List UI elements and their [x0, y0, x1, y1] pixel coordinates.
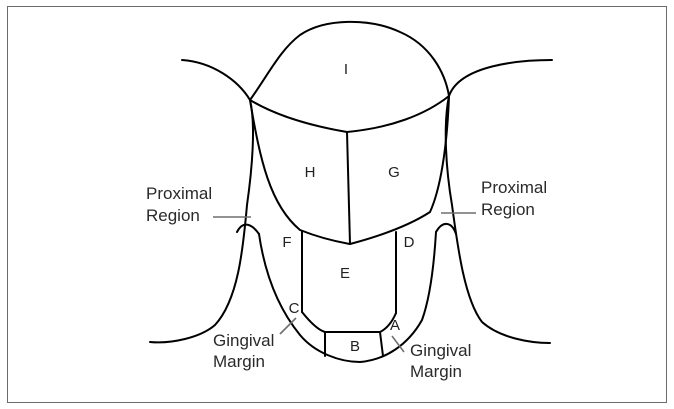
region-label-g: G: [388, 164, 400, 181]
papilla-right: [436, 224, 456, 234]
callout-gingival-right: Gingival Margin: [410, 341, 476, 381]
callout-proximal-left: Proximal Region: [146, 184, 217, 225]
callout-proximal-right: Proximal Region: [481, 178, 552, 219]
region-label-h: H: [305, 164, 316, 181]
region-label-b: B: [350, 338, 360, 355]
region-label-f: F: [282, 234, 291, 251]
divider-h-g: [347, 132, 350, 244]
boundary-i-hg: [250, 96, 449, 132]
region-label-e: E: [340, 265, 350, 282]
region-label-d: D: [404, 234, 415, 251]
region-label-i: I: [344, 61, 348, 78]
callout-gingival-left: Gingival Margin: [213, 331, 279, 371]
cervical-band: [302, 312, 396, 332]
region-label-a: A: [390, 317, 400, 334]
divider-b-a: [380, 332, 383, 356]
papilla-left: [237, 225, 259, 234]
crown-top-outline: [250, 22, 449, 100]
region-label-c: C: [289, 300, 300, 317]
